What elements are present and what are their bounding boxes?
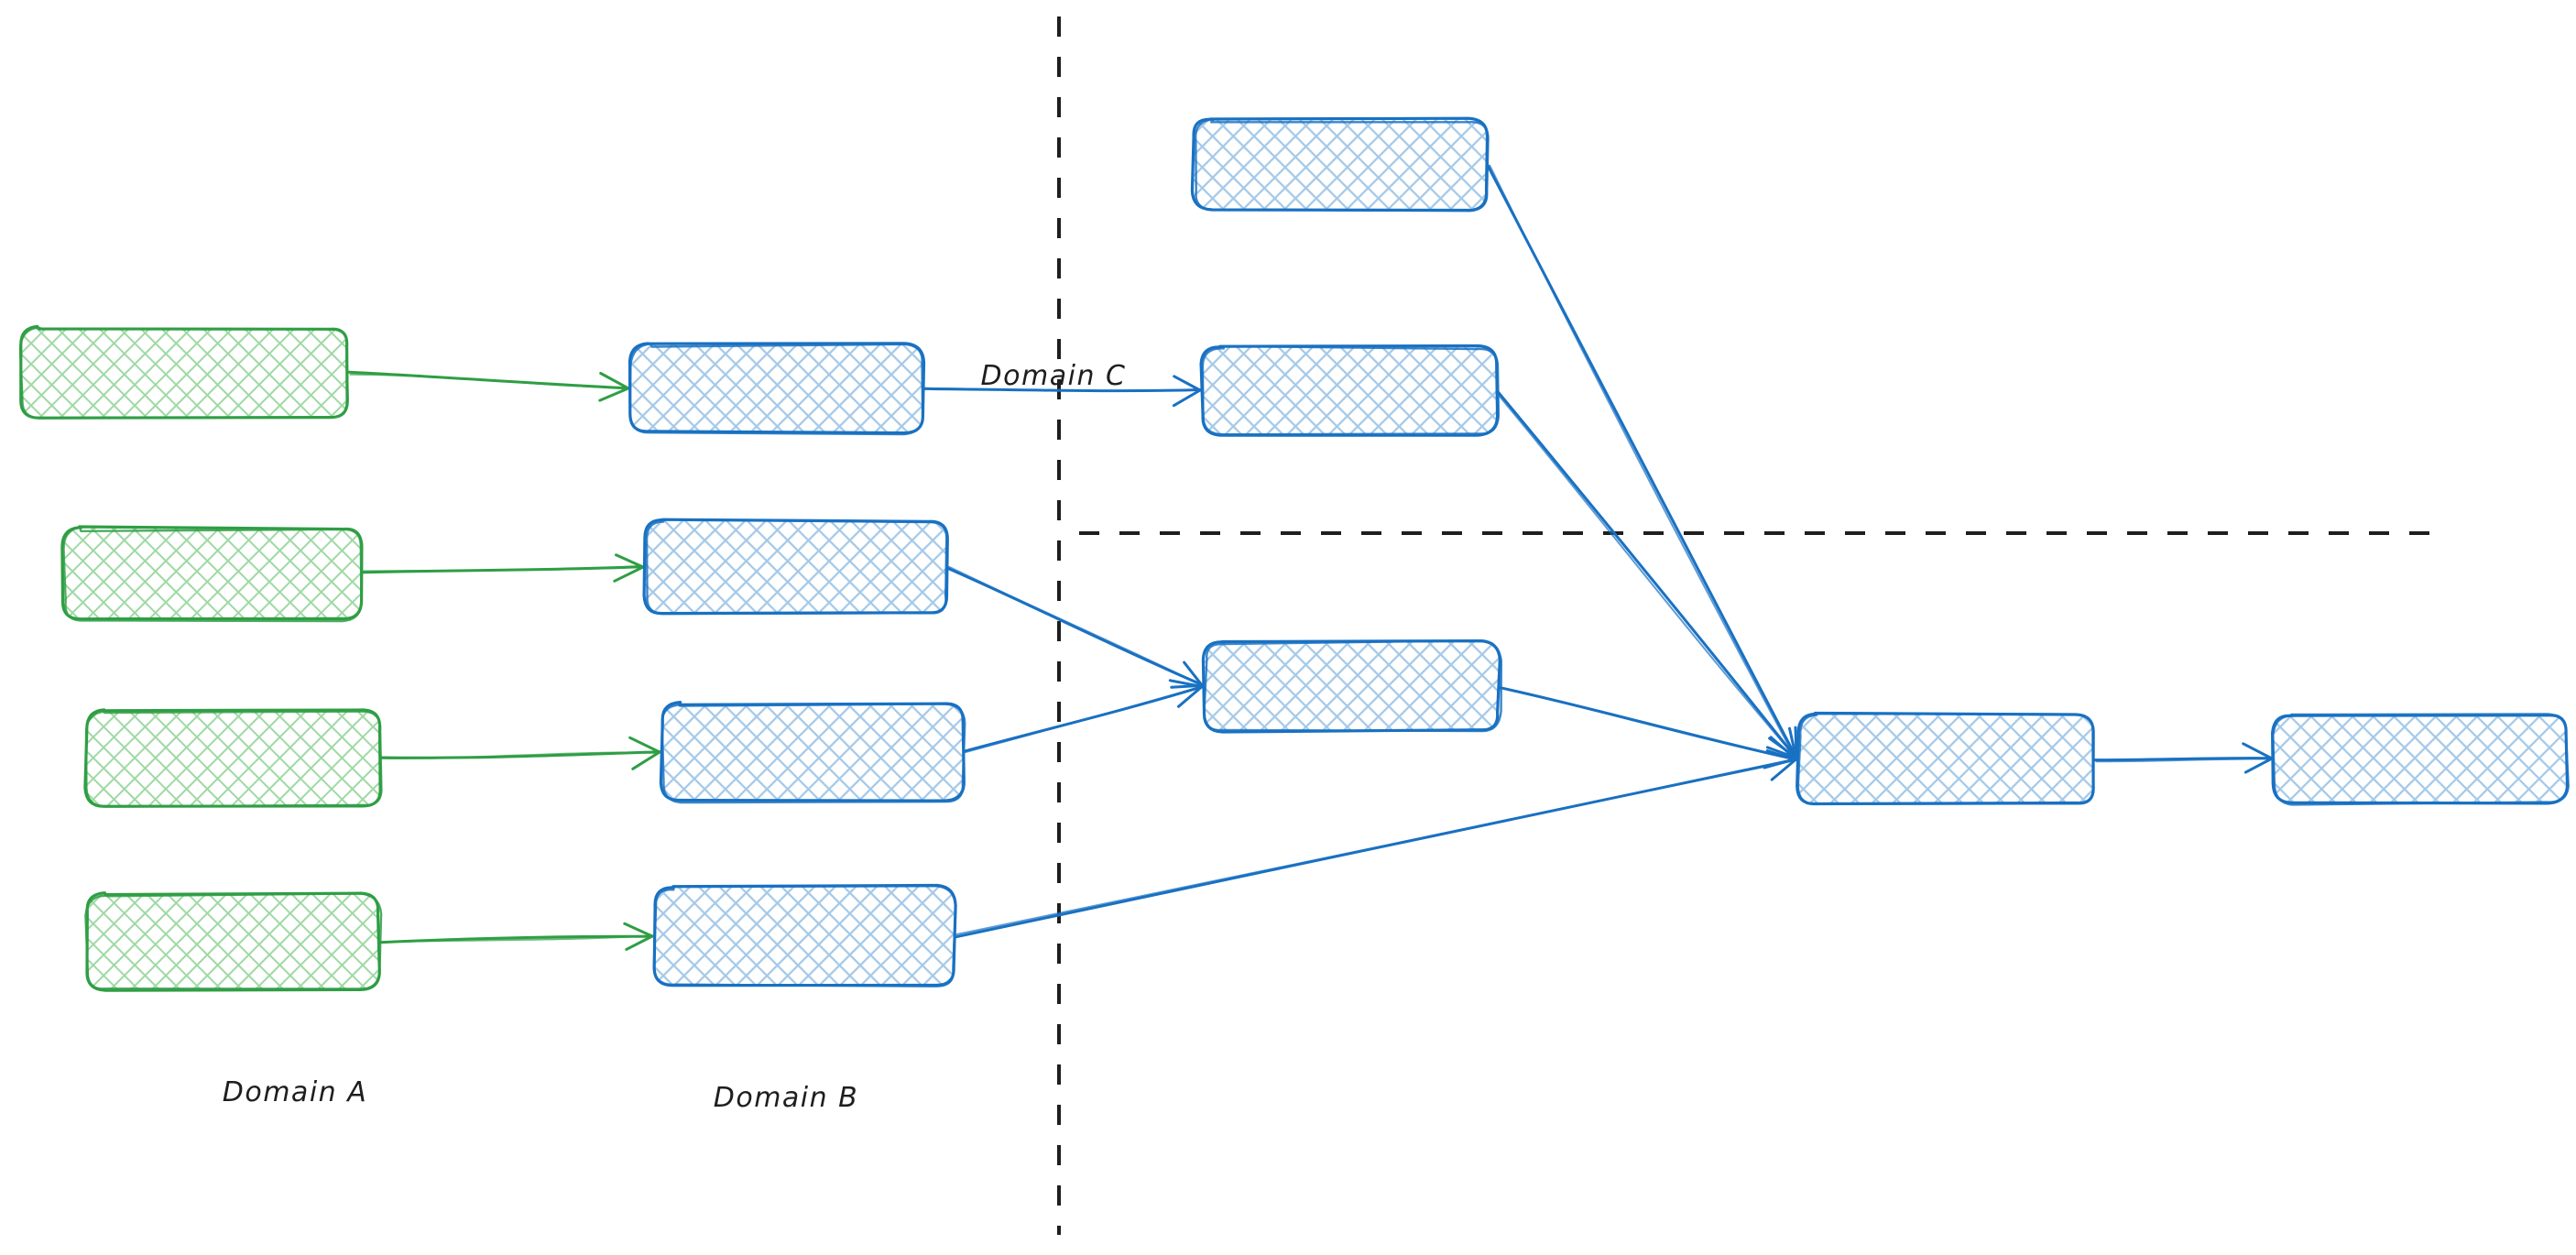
arrow-shaft <box>1489 164 1796 759</box>
domain-label-layer: Domain A Domain B Domain C <box>223 360 1127 1114</box>
node-fill <box>62 528 361 619</box>
node-outline-2 <box>18 326 349 420</box>
node-fill <box>1797 715 2094 804</box>
arrow-shaft <box>1493 389 1798 760</box>
arrow-head-barb-1 <box>2242 742 2274 760</box>
arrow-head-barb-1 <box>1788 726 1798 759</box>
edge-e-c3-d1 <box>1495 685 1797 769</box>
node-fill <box>1202 346 1497 434</box>
edge-e-c2-d1 <box>1493 388 1798 760</box>
node-outline-2 <box>1201 344 1501 436</box>
arrow-head-barb-1 <box>1183 660 1204 687</box>
node-fill <box>630 344 923 432</box>
arrow-shaft <box>2095 758 2274 763</box>
node-layer <box>18 116 2570 992</box>
node-a2[interactable] <box>60 525 364 623</box>
node-a1[interactable] <box>18 324 349 420</box>
arrow-shaft <box>377 934 654 944</box>
edge-e-b4-d1 <box>952 749 1797 939</box>
arrow-head-barb-0 <box>1770 758 1797 781</box>
arrow-head-barb-1 <box>615 553 645 569</box>
arrow-head-barb-1 <box>623 922 654 938</box>
node-fill <box>1204 641 1499 731</box>
domain-label-domain-c: Domain C <box>981 360 1127 392</box>
node-a4[interactable] <box>84 891 383 992</box>
node-fill <box>1193 119 1488 209</box>
arrow-head-barb-1 <box>1168 679 1204 688</box>
arrow-shaft <box>948 565 1204 687</box>
node-fill <box>645 520 947 614</box>
arrow-shaft <box>924 387 1202 392</box>
edge-e-c1-d1 <box>1485 162 1798 759</box>
arrow-head-barb-1 <box>1769 736 1797 760</box>
node-c1[interactable] <box>1190 116 1490 213</box>
node-fill <box>654 887 955 986</box>
edge-e-b2-c3 <box>944 565 1204 689</box>
arrow-head-barb-0 <box>1172 388 1202 408</box>
arrow-shaft <box>1494 388 1798 759</box>
node-d1[interactable] <box>1796 711 2095 806</box>
node-outline-2 <box>1195 118 1490 213</box>
node-b3[interactable] <box>659 701 966 804</box>
edge-e-a1-b1 <box>346 370 630 402</box>
node-outline-2 <box>84 892 383 990</box>
node-outline-2 <box>1796 712 2095 805</box>
arrow-head-barb-1 <box>599 372 630 390</box>
arrow-head-barb-0 <box>1763 758 1797 769</box>
node-fill <box>2274 715 2567 802</box>
node-b1[interactable] <box>628 342 926 436</box>
arrow-head-barb-0 <box>2243 757 2274 774</box>
arrow-head-barb-1 <box>1173 375 1202 392</box>
arrow-head-barb-0 <box>1177 685 1204 708</box>
arrow-head-barb-0 <box>598 387 630 402</box>
node-outline-2 <box>645 518 948 616</box>
node-fill <box>661 704 964 801</box>
divider-layer <box>1057 16 2448 1235</box>
node-c2[interactable] <box>1199 344 1501 437</box>
arrow-head-barb-1 <box>628 736 661 754</box>
domain-label-domain-b: Domain B <box>714 1082 859 1114</box>
node-fill <box>20 328 348 418</box>
arrow-shaft <box>961 685 1203 754</box>
edge-e-d1-e1 <box>2091 742 2274 774</box>
edge-e-b3-c3 <box>961 679 1204 754</box>
node-fill <box>86 894 379 989</box>
node-outline-2 <box>628 343 924 436</box>
edge-e-b1-c2 <box>922 375 1202 408</box>
arrow-head-barb-0 <box>625 934 654 951</box>
domain-label-domain-a: Domain A <box>223 1076 367 1108</box>
node-b2[interactable] <box>642 518 949 616</box>
node-outline-2 <box>652 885 957 988</box>
arrow-head-barb-0 <box>631 750 661 770</box>
node-outline-2 <box>84 710 383 808</box>
arrow-shaft <box>955 759 1796 935</box>
node-b4[interactable] <box>652 883 957 988</box>
arrow-shaft <box>380 751 660 760</box>
node-outline-2 <box>62 526 363 623</box>
node-outline-2 <box>660 703 966 804</box>
node-c3[interactable] <box>1201 639 1502 734</box>
edge-e-a2-b2 <box>357 553 645 583</box>
arrow-shaft <box>1495 685 1796 761</box>
arrow-head-barb-0 <box>613 565 645 583</box>
arrow-shaft <box>357 566 644 573</box>
node-outline-2 <box>2272 713 2570 806</box>
edge-e-a4-b4 <box>377 922 654 951</box>
node-e1[interactable] <box>2271 713 2570 806</box>
edge-e-a3-b3 <box>380 736 661 770</box>
arrow-shaft <box>349 373 630 390</box>
node-outline-2 <box>1203 639 1502 733</box>
node-fill <box>86 711 381 806</box>
node-a3[interactable] <box>83 708 383 808</box>
edge-layer <box>346 162 2274 951</box>
